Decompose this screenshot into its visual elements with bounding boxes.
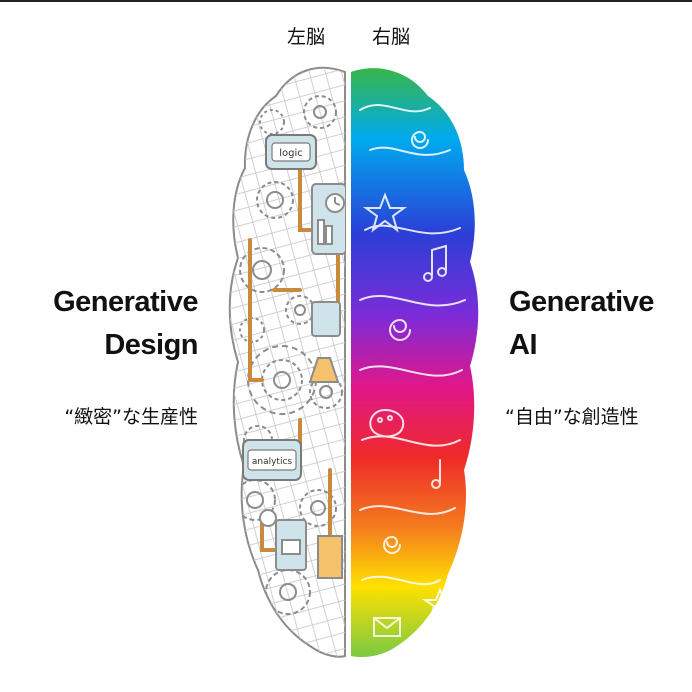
left-hemisphere: logic analytics — [228, 66, 346, 658]
right-brain-label: 右脳 — [372, 26, 411, 48]
generative-design-title-line2: Design — [104, 329, 198, 361]
star-icon — [362, 192, 408, 233]
spiral-icon — [383, 535, 401, 554]
logic-box-label: logic — [279, 148, 303, 159]
generative-ai-title-line2: AI — [509, 329, 538, 361]
analytics-box: analytics — [242, 439, 302, 481]
generative-ai-subtitle: “自由”な創造性 — [505, 406, 639, 428]
generative-design-title-line1: Generative — [53, 286, 198, 318]
envelope-icon — [373, 617, 401, 637]
top-border — [0, 0, 692, 2]
analytics-box-label: analytics — [252, 457, 293, 467]
spiral-icon — [389, 318, 411, 341]
music-note-icon — [431, 459, 441, 489]
music-note-icon — [423, 244, 447, 282]
right-hemisphere — [351, 68, 479, 658]
palette-icon — [369, 408, 405, 438]
left-brain-label: 左脳 — [287, 26, 326, 48]
logic-box: logic — [265, 134, 317, 170]
generative-ai-title-line1: Generative — [509, 286, 654, 318]
generative-design-subtitle: “緻密”な生産性 — [64, 406, 198, 428]
spiral-icon — [411, 130, 429, 149]
